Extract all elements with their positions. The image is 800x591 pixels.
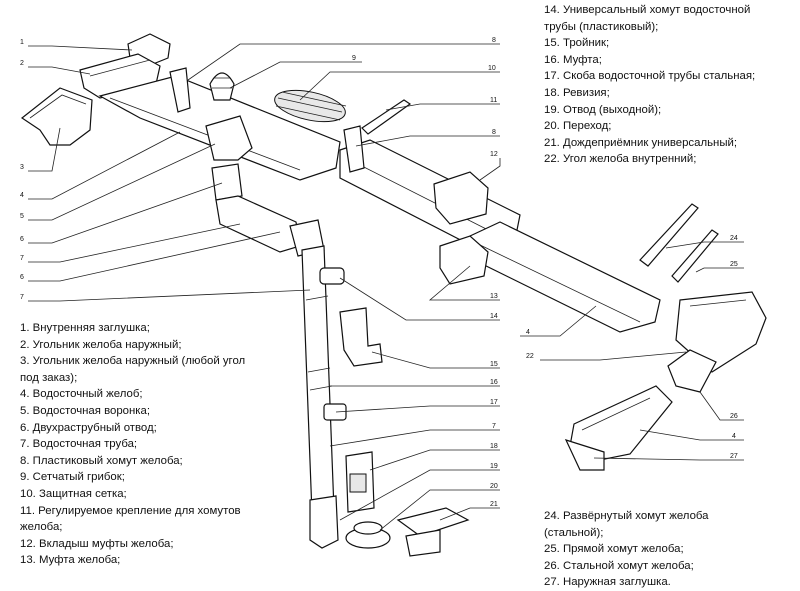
legend-item: 8. Пластиковый хомут желоба; [20,454,183,467]
callout-11: 11 [490,97,497,104]
callout-5: 5 [20,213,24,220]
legend-item: 3. Угольник желоба наружный (любой угол … [20,355,246,384]
legend-item: 27. Наружная заглушка. [544,576,671,589]
legend-item: 5. Водосточная воронка; [20,404,151,417]
legend-item: 4. Водосточный желоб; [20,388,143,401]
legend-item: 10. Защитная сетка; [20,487,127,500]
callout-18: 18 [490,443,498,450]
legend-item: 6. Двухраструбный отвод; [20,421,157,434]
legend-item: 12. Вкладыш муфты желоба; [20,537,174,550]
legend-left: 1. Внутренняя заглушка; 2. Угольник жело… [20,320,320,569]
legend-top-right: 14. Универсальный хомут водосточной труб… [544,2,794,168]
callout-4b: 4 [526,329,530,336]
legend-item: 24. Развёрнутый хомут желоба (стальной); [544,510,709,539]
callout-7: 7 [20,255,24,262]
callout-20: 20 [490,483,498,490]
callout-7b: 7 [20,294,24,301]
callout-9: 9 [352,55,356,62]
legend-item: 17. Скоба водосточной трубы стальная; [544,70,756,83]
callout-25: 25 [730,261,738,268]
callout-7c: 7 [492,423,496,430]
legend-item: 26. Стальной хомут желоба; [544,559,694,572]
legend-item: 15. Тройник; [544,37,610,50]
legend-item: 9. Сетчатый грибок; [20,471,125,484]
legend-item: 18. Ревизия; [544,86,610,99]
legend-item: 19. Отвод (выходной); [544,103,662,116]
leader-lines [28,43,744,531]
callout-12: 12 [490,151,498,158]
callout-6: 6 [20,236,24,243]
callout-8b: 8 [492,129,496,136]
callout-15: 15 [490,361,498,368]
callout-14: 14 [490,313,498,320]
callout-24: 24 [730,235,738,242]
legend-item: 21. Дождеприёмник универсальный; [544,136,738,149]
callout-3: 3 [20,164,24,171]
legend-item: 11. Регулируемое крепление для хомутов ж… [20,504,241,534]
callout-8: 8 [492,37,496,44]
callout-17: 17 [490,399,498,406]
legend-item: 1. Внутренняя заглушка; [20,322,150,334]
callout-10: 10 [488,65,496,72]
callout-4: 4 [20,192,24,199]
callout-27: 27 [730,453,738,460]
legend-item: 22. Угол желоба внутренний; [544,153,697,166]
legend-bottom-right: 24. Развёрнутый хомут желоба (стальной);… [544,508,794,591]
legend-item: 20. Переход; [544,120,612,133]
callout-16: 16 [490,379,498,386]
callout-13: 13 [490,293,498,300]
callout-4c: 4 [732,433,736,440]
callout-2: 2 [20,60,24,67]
legend-item: 25. Прямой хомут желоба; [544,543,684,556]
legend-item: 2. Угольник желоба наружный; [20,338,182,351]
parts-drawing [20,33,767,557]
callout-numbers: 1 2 3 4 5 6 7 6 7 8 9 10 11 8 12 13 14 1… [20,37,738,508]
legend-item: 13. Муфта желоба; [20,554,121,567]
callout-1: 1 [20,39,24,46]
callout-21: 21 [490,501,498,508]
callout-22: 22 [526,353,534,360]
legend-item: 14. Универсальный хомут водосточной труб… [544,4,751,33]
legend-item: 7. Водосточная труба; [20,438,138,451]
callout-6b: 6 [20,274,24,281]
callout-19: 19 [490,463,498,470]
legend-item: 16. Муфта; [544,53,602,66]
callout-26: 26 [730,413,738,420]
